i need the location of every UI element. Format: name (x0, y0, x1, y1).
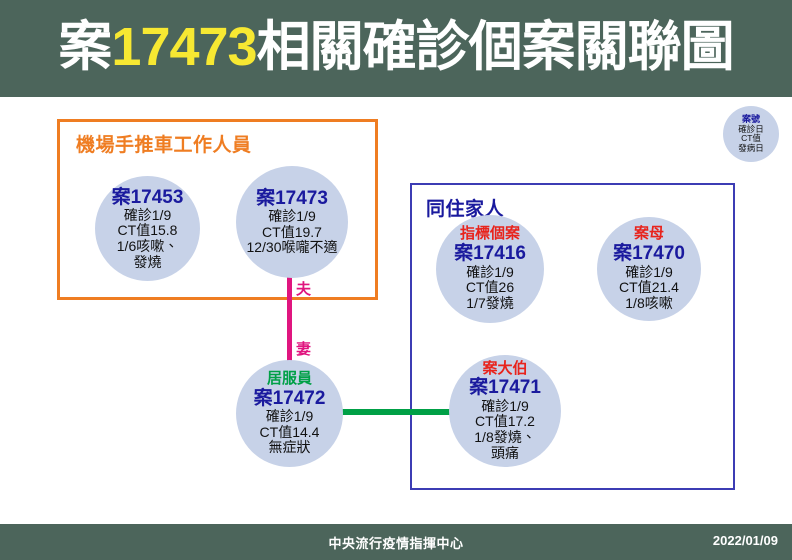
footer-date: 2022/01/09 (712, 533, 778, 548)
page-title-suffix: 相關確診個案關聯圖 (256, 17, 735, 77)
case-node-17471-line-4: 頭痛 (491, 444, 519, 461)
case-node-17416-role: 指標個案 (459, 225, 520, 243)
page-footer: 中央流行疫情指揮中心 2022/01/09 (0, 524, 792, 560)
case-node-17471: 案大伯 案17471 確診1/9 CT值17.2 1/8發燒、 頭痛 (449, 355, 561, 467)
group-box-household-family: 同住家人 (410, 183, 735, 490)
connector-label-husband: 夫 (296, 281, 312, 298)
connector-caregiver-line (341, 409, 454, 415)
case-node-17470-line-3: 1/8咳嗽 (625, 294, 673, 311)
legend-ct-value-label: CT值 (741, 133, 761, 144)
case-node-17472-line-1: 確診1/9 (265, 408, 314, 425)
case-node-17470-role: 案母 (633, 225, 664, 243)
group-label-household-family: 同住家人 (426, 199, 505, 220)
case-node-17472-role: 居服員 (266, 369, 312, 387)
legend-onset-date-label: 發病日 (738, 143, 764, 154)
group-box-airport-workers: 機場手推車工作人員 (57, 119, 378, 300)
case-node-17416-line-3: 1/7發燒 (466, 294, 514, 311)
case-node-17471-line-2: CT值17.2 (475, 413, 535, 430)
group-label-airport-workers: 機場手推車工作人員 (76, 135, 252, 156)
page-header: 案17473相關確診個案關聯圖 (0, 0, 792, 97)
case-node-17453-line-2: CT值15.8 (117, 222, 178, 239)
case-node-17471-line-3: 1/8發燒、 (474, 429, 536, 446)
case-node-17471-id: 案17471 (469, 377, 541, 399)
case-node-17470-line-2: CT值21.4 (619, 279, 679, 296)
case-node-17473-id: 案17473 (256, 187, 328, 209)
footer-organization: 中央流行疫情指揮中心 (328, 536, 464, 551)
case-node-17453-line-3: 1/6咳嗽、 (116, 238, 179, 255)
case-node-17416-line-2: CT值26 (465, 279, 515, 296)
legend-case-number-label: 案號 (741, 114, 760, 125)
case-node-17453-line-1: 確診1/9 (123, 206, 172, 223)
case-node-17472-id: 案17472 (253, 387, 326, 409)
case-node-17453-id: 案17453 (111, 186, 184, 208)
case-node-17453: 案17453 確診1/9 CT值15.8 1/6咳嗽、 發燒 (95, 176, 200, 281)
case-node-17416: 指標個案 案17416 確診1/9 CT值26 1/7發燒 (436, 215, 544, 323)
case-node-17416-id: 案17416 (454, 243, 526, 265)
connector-label-wife: 妻 (296, 341, 312, 358)
case-node-17473-line-2: CT值19.7 (262, 223, 322, 240)
case-node-17473-line-3: 12/30喉嚨不適 (246, 239, 338, 256)
legend-key: 案號 確診日 CT值 發病日 (723, 106, 779, 162)
case-node-17473: 案17473 確診1/9 CT值19.7 12/30喉嚨不適 (236, 166, 348, 278)
case-node-17471-line-1: 確診1/9 (481, 397, 529, 414)
connector-spouse-line (287, 265, 292, 380)
case-node-17472: 居服員 案17472 確診1/9 CT值14.4 無症狀 (236, 360, 343, 467)
case-node-17472-line-3: 無症狀 (268, 439, 311, 456)
page-title-highlight: 17473 (111, 17, 257, 77)
page-title: 案17473相關確診個案關聯圖 (0, 13, 792, 81)
case-node-17416-line-1: 確診1/9 (466, 263, 514, 280)
case-node-17470-id: 案17470 (613, 243, 685, 265)
case-node-17472-line-2: CT值14.4 (259, 423, 320, 440)
case-node-17471-role: 案大伯 (482, 359, 528, 377)
page-title-prefix: 案 (58, 17, 112, 77)
legend-confirm-date-label: 確診日 (738, 123, 764, 134)
case-node-17453-line-4: 發燒 (133, 253, 162, 270)
case-node-17470-line-1: 確診1/9 (625, 263, 673, 280)
case-node-17470: 案母 案17470 確診1/9 CT值21.4 1/8咳嗽 (597, 217, 701, 321)
case-node-17473-line-1: 確診1/9 (268, 208, 316, 225)
